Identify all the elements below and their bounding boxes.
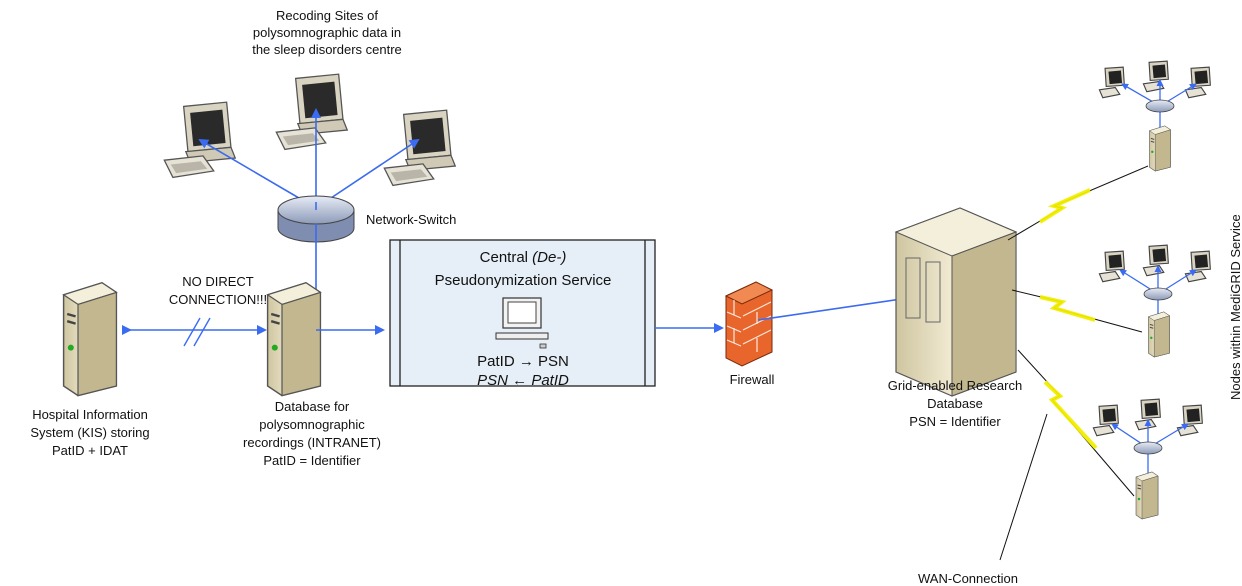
pseudonymization-service-box: Central (De-) Pseudonymization Service P…	[389, 239, 656, 389]
grid-database-server-icon	[894, 207, 1018, 397]
svg-text:System (KIS) storing: System (KIS) storing	[30, 425, 149, 440]
workstation-icon	[275, 73, 348, 151]
svg-text:recordings (INTRANET): recordings (INTRANET)	[243, 435, 381, 450]
service-title-line1: Central (De-)	[480, 249, 567, 266]
svg-text:Hospital Information: Hospital Information	[32, 407, 148, 422]
wan-callout-line	[999, 413, 1048, 561]
switch-links	[198, 108, 420, 209]
svg-text:NO DIRECT: NO DIRECT	[182, 274, 254, 289]
svg-text:the sleep disorders centre: the sleep disorders centre	[252, 42, 402, 57]
svg-text:CONNECTION!!!: CONNECTION!!!	[169, 292, 267, 307]
firewall-label: Firewall	[730, 372, 775, 387]
svg-text:PatID + IDAT: PatID + IDAT	[52, 443, 128, 458]
computer-icon	[495, 297, 549, 349]
no-direct-label: NO DIRECT CONNECTION!!!	[169, 274, 267, 307]
svg-text:polysomnographic data in: polysomnographic data in	[253, 25, 401, 40]
svg-text:polysomnographic: polysomnographic	[259, 417, 365, 432]
wan-lightning-highlight	[1038, 188, 1098, 450]
node-cluster-middle	[1098, 244, 1211, 358]
workstation-icon	[163, 101, 236, 179]
wan-label: WAN-Connection	[918, 571, 1018, 586]
svg-text:PSN = Identifier: PSN = Identifier	[909, 414, 1001, 429]
svg-text:Grid-enabled Research: Grid-enabled Research	[888, 378, 1022, 393]
nodes-side-label: Nodes within MediGRID Service	[1228, 214, 1242, 400]
workstation-icon	[383, 109, 456, 187]
svg-text:Database: Database	[927, 396, 983, 411]
recording-sites-label: Recoding Sites of polysomnographic data …	[252, 8, 402, 57]
node-cluster-bottom	[1092, 398, 1203, 520]
his-server-icon	[62, 281, 118, 398]
database-server-icon	[266, 281, 322, 398]
his-label: Hospital Information System (KIS) storin…	[30, 407, 149, 458]
network-switch-label: Network-Switch	[366, 212, 456, 227]
service-title-line2: Pseudonymization Service	[435, 272, 612, 289]
database-label: Database for polysomnographic recordings…	[243, 399, 381, 468]
svg-text:Recoding Sites of: Recoding Sites of	[276, 8, 378, 23]
svg-text:PatID = Identifier: PatID = Identifier	[263, 453, 361, 468]
firewall-icon	[724, 281, 774, 367]
break-marks	[183, 317, 211, 347]
grid-database-label: Grid-enabled Research Database PSN = Ide…	[888, 378, 1022, 429]
patid-to-psn: PatID → PSN	[477, 353, 569, 370]
node-cluster-top	[1098, 60, 1211, 172]
svg-text:Database for: Database for	[275, 399, 350, 414]
psn-from-patid: PSN ← PatID	[477, 372, 569, 389]
wan-lightning-links	[1007, 165, 1149, 497]
